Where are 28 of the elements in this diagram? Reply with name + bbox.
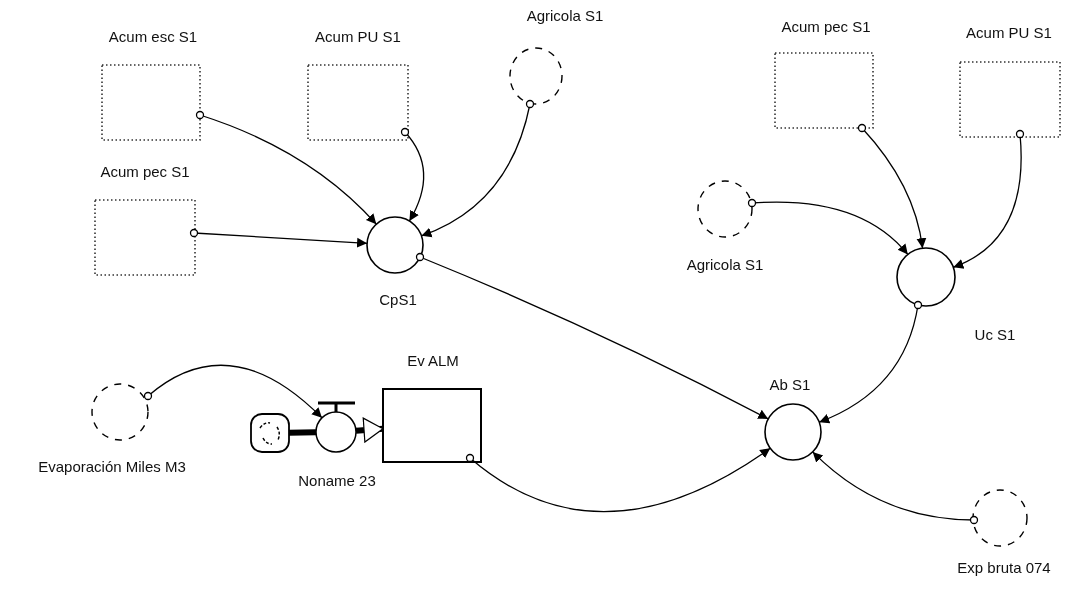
node-label: Ab S1 — [768, 375, 812, 395]
node-label: Ev ALM — [406, 351, 460, 371]
connector-arrow — [189, 228, 368, 248]
connector-arrow — [465, 447, 771, 513]
flow-pipe — [288, 429, 317, 436]
node-label: Acum esc S1 — [107, 27, 199, 47]
connector-arrow — [400, 127, 425, 222]
node-label: Noname 23 — [297, 471, 377, 491]
node-label: Acum PU S1 — [314, 27, 402, 47]
node-label: Uc S1 — [973, 325, 1017, 345]
node-label: CpS1 — [378, 290, 418, 310]
node-label: Agricola S1 — [525, 6, 605, 26]
node-label: Evaporación Miles M3 — [37, 457, 187, 477]
connector-arrow — [812, 451, 979, 525]
connector-arrow — [818, 300, 923, 423]
connector-arrow — [415, 252, 769, 420]
node-label: Acum pec S1 — [99, 162, 191, 182]
node-label: Exp bruta 074 — [956, 558, 1052, 578]
connector-arrow — [952, 129, 1025, 269]
connector-arrow — [143, 364, 323, 419]
connector-arrow — [857, 123, 926, 249]
flow-pipe — [355, 417, 384, 443]
connector-arrow — [420, 99, 535, 237]
node-label: Acum pec S1 — [780, 17, 872, 37]
node-label: Agricola S1 — [685, 255, 765, 275]
node-label: Acum PU S1 — [965, 23, 1053, 43]
connector-arrow — [747, 198, 909, 256]
connector-arrow — [195, 110, 377, 225]
